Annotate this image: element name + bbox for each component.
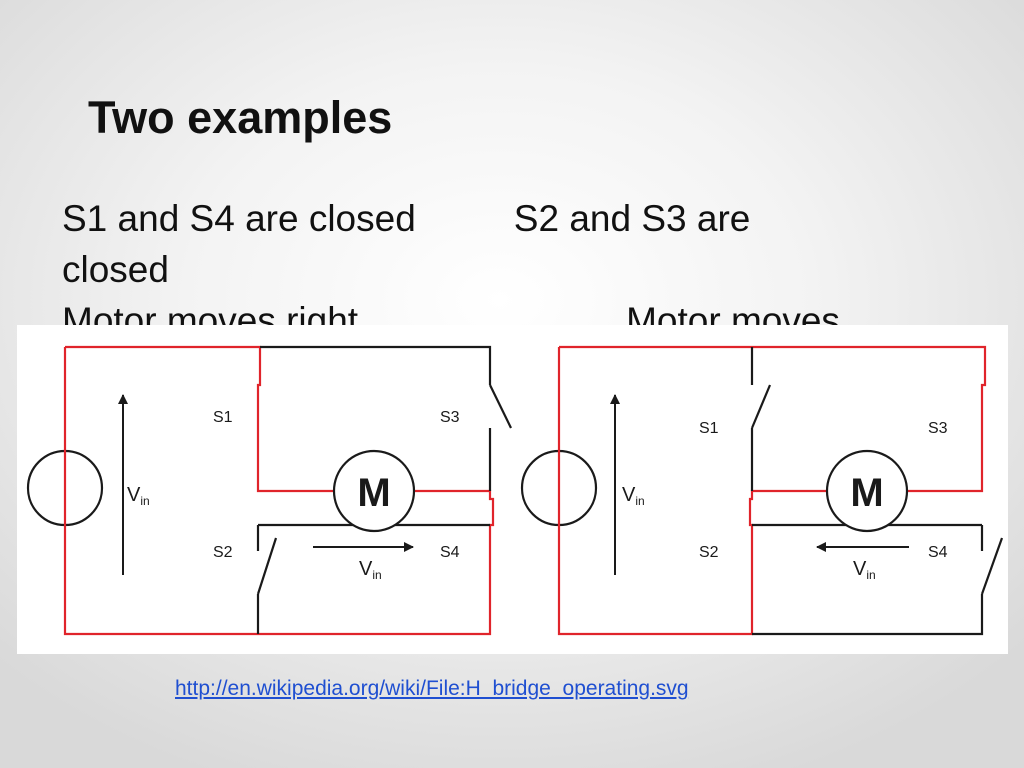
- right-motor-label: M: [850, 471, 883, 515]
- left-motor-vin-label: Vin: [359, 558, 382, 582]
- left-case-text: S1 and S4 are closed: [62, 198, 416, 239]
- h-bridge-figure: Vin M Vin S1 S3 S2 S4: [17, 325, 1008, 654]
- left-s1-label: S1: [213, 409, 233, 426]
- motor-icon: [332, 449, 416, 533]
- right-s1-label: S1: [699, 420, 719, 437]
- left-s2-label: S2: [213, 544, 233, 561]
- left-s3-label: S3: [440, 409, 460, 426]
- left-inactive-path: [256, 345, 512, 634]
- motor-icon: [825, 449, 909, 533]
- right-inactive-path: [750, 347, 1004, 636]
- right-case-text: S2 and S3 are: [513, 198, 751, 239]
- right-s2-label: S2: [699, 544, 719, 561]
- left-vin-label: Vin: [127, 484, 150, 508]
- h-bridge-diagram: Vin M Vin S1 S3 S2 S4: [26, 345, 1004, 636]
- right-s3-label: S3: [928, 420, 948, 437]
- source-link[interactable]: http://en.wikipedia.org/wiki/File:H_brid…: [175, 677, 689, 700]
- right-circuit: Vin M Vin S1 S3 S2 S4: [520, 345, 1004, 636]
- left-circuit: Vin M Vin S1 S3 S2 S4: [26, 345, 512, 636]
- right-motor-vin-label: Vin: [853, 558, 876, 582]
- left-active-path: [63, 345, 495, 636]
- right-s4-label: S4: [928, 544, 948, 561]
- right-vin-label: Vin: [622, 484, 645, 508]
- slide-body: S1 and S4 are closed S2 and S3 are closed…: [62, 193, 962, 346]
- slide-title: Two examples: [88, 92, 393, 143]
- left-s4-label: S4: [440, 544, 460, 561]
- body-line-1-wrap: closed: [62, 249, 169, 290]
- left-motor-label: M: [357, 471, 390, 515]
- body-line-1: S1 and S4 are closed S2 and S3 are: [62, 193, 962, 244]
